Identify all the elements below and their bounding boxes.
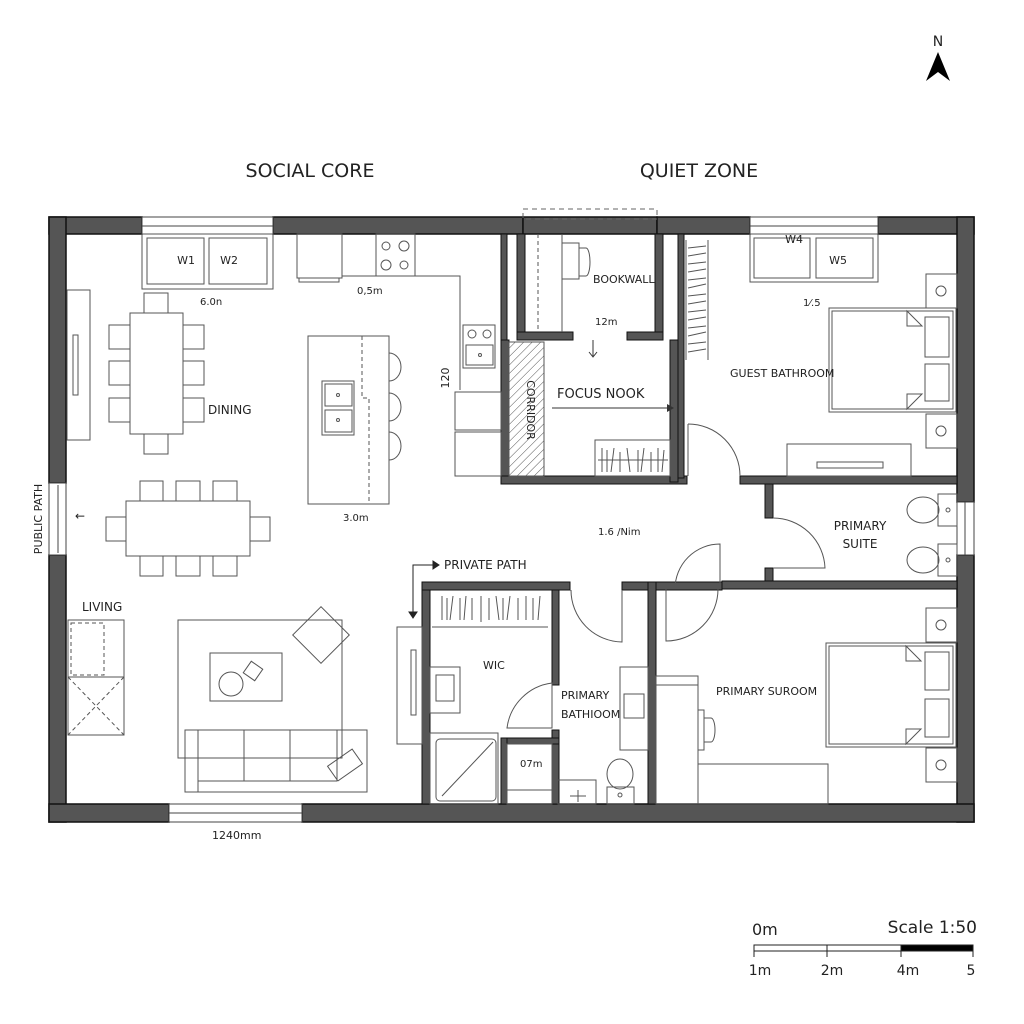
window-right <box>956 501 975 556</box>
dim-kitchen-counter: 0,5m <box>357 286 383 297</box>
zone-title-social-core: SOCIAL CORE <box>246 160 375 182</box>
window-label-w1: W1 <box>177 254 195 267</box>
window-bottom <box>168 803 303 823</box>
scale-tick-4: 5 <box>967 963 976 979</box>
room-label-guest-bathroom: GUEST BATHROOM <box>730 367 834 380</box>
wic-fixtures <box>429 589 649 805</box>
scale-tick-1: 1m <box>749 963 772 979</box>
room-label-primary-suite-2: SUITE <box>843 537 878 551</box>
room-label-primary-suite-1: PRIMARY <box>834 519 887 533</box>
dining-table-1 <box>66 289 205 455</box>
dim-dining: 6.0n <box>200 297 222 308</box>
guest-room-furniture <box>685 233 958 477</box>
primary-suite-fixtures <box>772 493 958 577</box>
dim-guest: 1⁄.5 <box>803 298 821 309</box>
room-label-wic: WIC <box>483 659 505 672</box>
room-label-primary-bathroom-2: BATHIOOM <box>561 708 620 721</box>
window-top-left <box>141 216 274 235</box>
primary-suroom-furniture <box>655 588 958 805</box>
arrow-left-icon: ← <box>75 509 85 523</box>
dim-bookwall: 12m <box>595 317 617 328</box>
public-path-label: PUBLIC PATH <box>32 484 45 554</box>
bookwall-desk <box>537 234 591 332</box>
dim-hall: 1.6 /Nim <box>598 527 640 538</box>
window-label-w2: W2 <box>220 254 238 267</box>
room-label-living: LIVING <box>82 600 122 614</box>
exterior-walls <box>48 216 975 823</box>
focus-nook-rack <box>594 439 671 477</box>
entrance-door[interactable] <box>48 482 67 556</box>
window-label-w5: W5 <box>829 254 847 267</box>
window-units-w1-w2 <box>141 233 274 290</box>
scale-tick-3: 4m <box>897 963 920 979</box>
room-label-focus-nook: FOCUS NOOK <box>557 387 645 402</box>
kitchen <box>296 233 502 505</box>
north-arrow-icon: N <box>926 34 950 81</box>
room-label-dining: DINING <box>208 403 252 417</box>
scale-title: Scale 1:50 <box>888 918 977 938</box>
room-label-primary-suroom: PRIMARY SUROOM <box>716 685 817 698</box>
dim-kitchen-run: 120 <box>439 368 452 389</box>
north-label: N <box>933 34 943 50</box>
window-top-right <box>749 216 879 235</box>
overhang-outline <box>522 208 658 220</box>
dim-wc: 07m <box>520 759 542 770</box>
private-path-arrow-icon <box>408 560 440 619</box>
room-label-primary-bathroom-1: PRIMARY <box>561 689 609 702</box>
hall-door[interactable] <box>674 543 721 590</box>
dim-bottom: 1240mm <box>212 829 261 842</box>
zone-title-quiet-zone: QUIET ZONE <box>640 160 758 182</box>
scale-bar: 0m Scale 1:50 1m 2m 4m 5 <box>749 918 977 979</box>
dining-table-2 <box>105 480 271 577</box>
room-label-corridor: CORRIDOR <box>524 380 537 440</box>
scale-tick-2: 2m <box>821 963 844 979</box>
private-path-label: PRIVATE PATH <box>444 558 527 572</box>
living-furniture <box>67 606 423 793</box>
corridor-hatch <box>508 341 545 477</box>
dim-island: 3.0m <box>343 513 369 524</box>
window-label-w4: W4 <box>785 233 803 246</box>
room-label-bookwall: BOOKWALL <box>593 273 655 286</box>
scale-start-label: 0m <box>752 920 778 939</box>
